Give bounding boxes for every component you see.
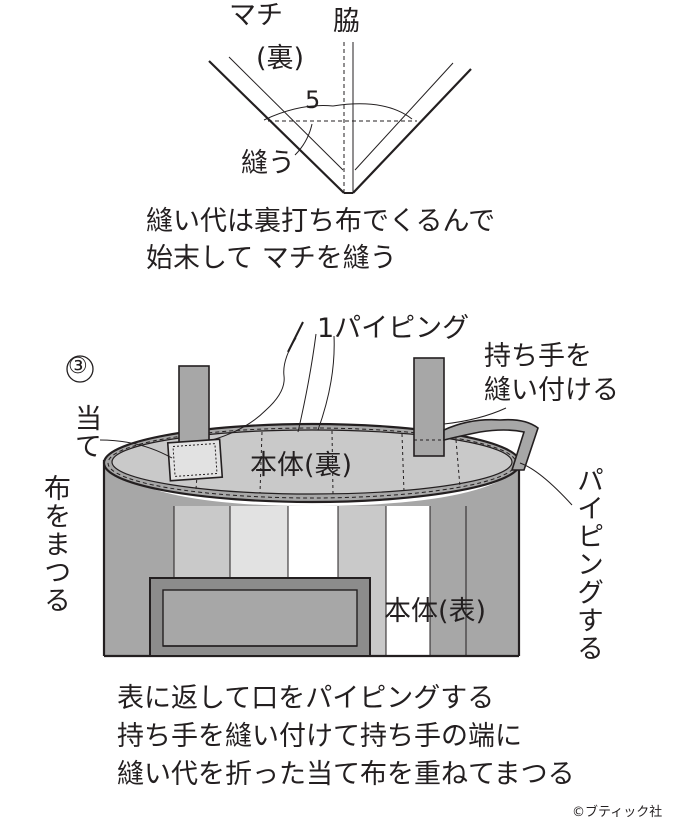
handle-leader [443, 407, 507, 425]
piping-vert-leader [519, 462, 573, 506]
gusset-diagram [208, 42, 472, 194]
stripe-5 [386, 506, 430, 656]
bag [102, 357, 539, 658]
label-inner: 本体(裏) [250, 450, 353, 481]
gusset-left-edge [208, 60, 345, 194]
label-piping-1: 1パイピング [317, 313, 470, 344]
patch-leader [99, 439, 173, 459]
label-gusset: マチ [229, 0, 283, 31]
front-frame-inner [162, 589, 358, 647]
leaders-bottom [99, 333, 573, 506]
patch-cloth [166, 438, 224, 482]
piping-leader-1 [297, 333, 317, 433]
five-leader [332, 103, 413, 120]
caption-top-2: 始末して マチを縫う [146, 243, 397, 274]
thread-icon [211, 337, 297, 441]
stripe-6 [430, 506, 466, 656]
gusset-left-inner [228, 56, 344, 171]
label-patch-2: 布をまつる [39, 474, 70, 614]
piping-strip [443, 418, 539, 471]
caption-bottom-3: 縫い代を折った当て布を重ねてまつる [117, 759, 575, 790]
patch-stitch [172, 443, 218, 477]
label-outer: 本体(表) [384, 596, 487, 627]
caption-bottom-2: 持ち手を縫い付けて持ち手の端に [117, 721, 522, 752]
label-side: 脇 [333, 6, 360, 37]
step-marker: ③ [68, 354, 88, 379]
label-patch-1: 当て [70, 404, 101, 460]
label-handle-2: 縫い付ける [484, 375, 619, 406]
needle-thread [211, 321, 304, 441]
label-piping-vert: パイピングする [572, 466, 603, 662]
five-leader-left [263, 105, 334, 121]
gusset-right-edge [352, 68, 472, 194]
label-handle-1: 持ち手を [484, 341, 592, 372]
caption-bottom-1: 表に返して口をパイピングする [117, 683, 495, 714]
label-inside: (裏) [256, 43, 305, 74]
piping-leader-2 [317, 335, 335, 431]
handle-right [413, 357, 445, 457]
caption-top-1: 縫い代は裏打ち布でくるんで [146, 206, 496, 237]
handle-left [178, 365, 210, 451]
label-sew: 縫う [241, 148, 295, 179]
sew-leader [294, 123, 313, 156]
gusset-right-inner [354, 62, 454, 171]
step-circle [66, 355, 94, 383]
label-five: 5 [305, 86, 321, 114]
credit: ©ブティック社 [572, 805, 663, 820]
